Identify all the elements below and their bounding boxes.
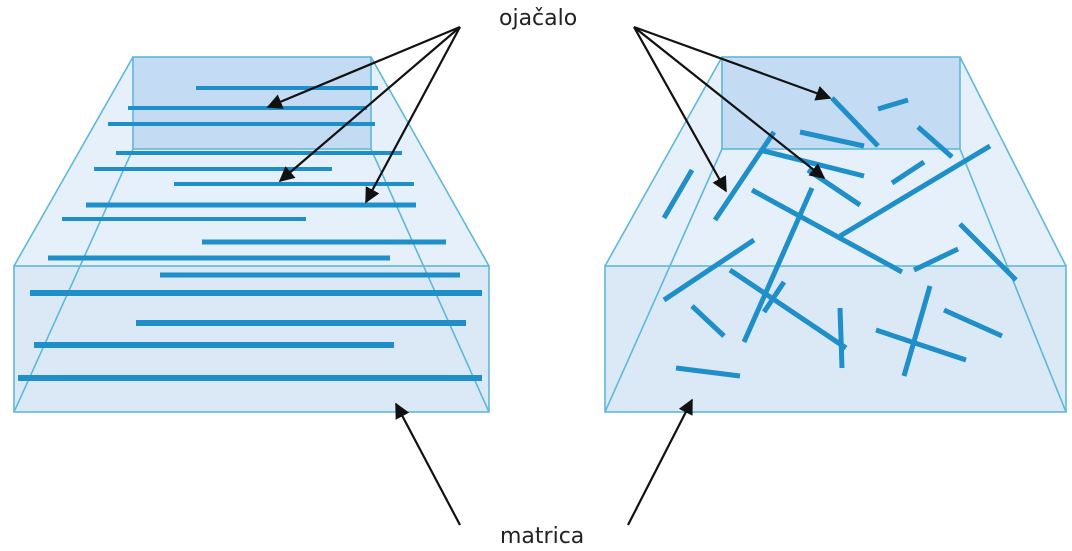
fiber	[958, 222, 1018, 282]
fiber	[728, 267, 848, 351]
fiber	[912, 246, 960, 273]
reinforcement-arrows	[266, 25, 832, 204]
fiber	[916, 125, 954, 159]
arrow-reinforcement-left-1	[266, 25, 461, 109]
left-block-back-face	[133, 57, 371, 149]
left-front-rect	[13, 265, 490, 413]
right-composite-block	[604, 56, 1067, 413]
fiber	[830, 96, 880, 148]
left-edge-tr	[370, 56, 490, 267]
arrow-reinforcement-right-3	[633, 26, 826, 179]
fiber	[662, 237, 756, 303]
fiber	[837, 307, 845, 369]
fiber	[799, 129, 865, 149]
fiber	[877, 97, 909, 112]
left-composite-block	[13, 56, 490, 413]
arrow-reinforcement-right-2	[633, 26, 727, 193]
right-edge-tl	[604, 56, 723, 267]
matrix-label: matrica	[500, 524, 585, 549]
left-fibers	[18, 86, 482, 381]
reinforcement-label: ojačalo	[499, 6, 578, 31]
left-edge-tl	[13, 56, 134, 267]
arrow-reinforcement-right-1	[633, 25, 832, 101]
right-front-rect	[604, 265, 1067, 413]
matrix-arrows	[395, 398, 693, 526]
arrow-reinforcement-left-2	[278, 26, 461, 183]
fiber	[741, 186, 815, 344]
fiber	[901, 285, 933, 377]
fiber	[838, 143, 992, 239]
fiber	[690, 304, 726, 338]
fiber	[942, 307, 1004, 339]
arrow-matrix-left	[395, 402, 461, 526]
right-edge-bl	[604, 148, 723, 413]
right-back-rect	[721, 56, 961, 150]
fiber	[761, 280, 787, 314]
fiber	[675, 365, 741, 379]
fiber	[759, 147, 865, 179]
left-edge-bl	[13, 148, 134, 413]
fiber	[890, 159, 926, 186]
right-block-edges	[604, 56, 1067, 413]
left-edge-br	[370, 148, 490, 413]
right-edge-tr	[959, 56, 1067, 267]
fiber	[712, 130, 777, 222]
fiber	[875, 327, 967, 363]
right-fibers	[661, 96, 1018, 379]
fiber	[750, 187, 904, 275]
arrow-matrix-right	[627, 398, 693, 526]
arrow-reinforcement-left-3	[365, 26, 461, 204]
fiber	[661, 168, 695, 220]
left-block-bottom-face	[14, 266, 489, 412]
